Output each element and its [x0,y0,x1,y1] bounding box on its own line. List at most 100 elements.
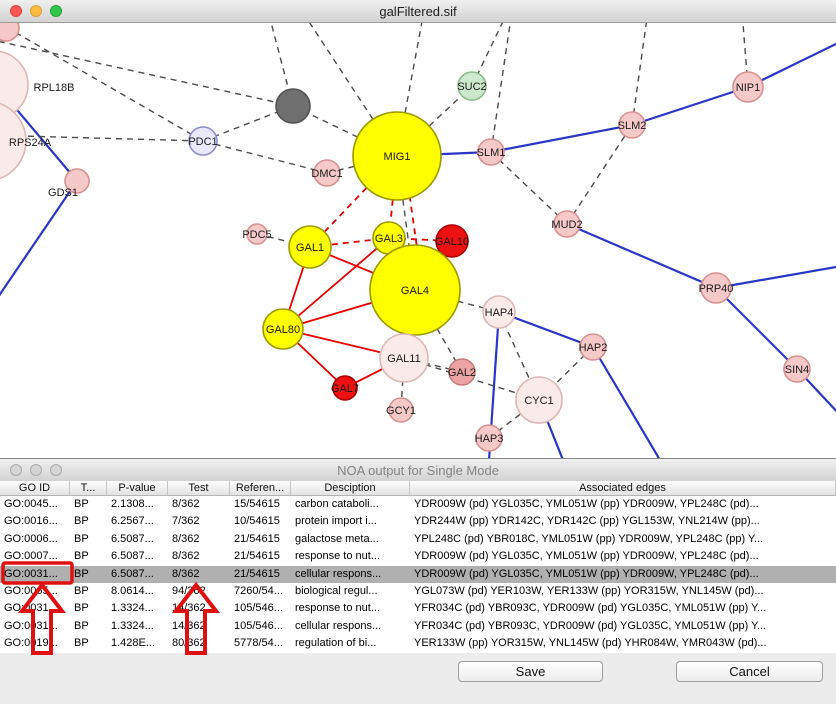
node-GAL7[interactable] [332,375,358,401]
node-SLM2[interactable] [618,111,646,139]
column-header-p-value[interactable]: P-value [107,481,168,495]
node-label: GAL1 [296,242,324,254]
node-GAL11[interactable] [379,333,429,383]
column-header-test[interactable]: Test [168,481,230,495]
node-label: CYC1 [524,395,553,407]
edge-blue[interactable] [715,265,836,290]
table-cell: YPL248C (pd) YBR018C, YML051W (pp) YDR00… [414,532,764,545]
node-label: GAL7 [331,383,359,395]
zoom-button[interactable] [50,5,62,17]
node-label: HAP3 [475,433,504,445]
node-HAP3[interactable] [475,424,503,452]
close-button[interactable] [10,464,22,476]
close-button[interactable] [10,5,22,17]
edge-blue[interactable] [631,85,749,127]
noa-window-titlebar[interactable]: NOA output for Single Mode [0,459,836,482]
edge-red[interactable] [282,237,390,330]
table-cell: biological regul... [295,584,378,597]
save-button[interactable]: Save [458,661,603,682]
zoom-button[interactable] [50,464,62,476]
node-GCY1[interactable] [388,397,414,423]
edge-dash[interactable] [631,23,648,126]
table-cell: YGL073W (pd) YER103W, YER133W (pp) YOR31… [414,584,764,597]
node-label: RPS24A [9,137,52,149]
column-header-associated-edges[interactable]: Associated edges [410,481,836,495]
table-cell: GO:0031... [4,602,58,615]
graph-window-titlebar[interactable]: galFiltered.sif [0,0,836,23]
node-label: MIG1 [384,151,411,163]
table-cell: 6.5087... [111,567,154,580]
table-cell: 21/54615 [234,550,280,563]
node-PDC5[interactable] [246,223,268,245]
node-SUC2[interactable] [457,71,487,101]
table-cell: 8/362 [172,567,200,580]
node-MUD2[interactable] [553,210,581,238]
edge-dash[interactable] [490,23,512,153]
node-PRP40[interactable] [700,272,732,304]
table-cell: GO:0006... [4,532,58,545]
edge-dash[interactable] [490,151,568,225]
minimize-button[interactable] [30,464,42,476]
node-PDC1[interactable] [188,126,218,156]
table-cell: BP [74,515,89,528]
traffic-lights-inactive [10,464,62,476]
edge-dash[interactable] [400,357,405,411]
table-cell: GO:0031... [4,567,58,580]
edge-dash[interactable] [5,26,204,142]
node-RPS24A[interactable] [0,101,27,181]
node-CYC1[interactable] [515,376,563,424]
node-MIG1[interactable] [352,111,442,201]
edge-blue[interactable] [592,346,661,458]
edge-dash[interactable] [566,124,633,225]
node-unlabeled-corner[interactable] [0,23,20,42]
node-unlabeled-gray[interactable] [275,88,311,124]
edge-dash[interactable] [302,23,398,157]
node-DMC1[interactable] [313,159,341,187]
table-cell: 21/54615 [234,567,280,580]
minimize-button[interactable] [30,5,42,17]
node-GAL80[interactable] [262,308,304,350]
edge-blue[interactable] [747,41,836,88]
node-GAL10[interactable] [435,224,469,258]
node-SIN4[interactable] [783,355,811,383]
edge-blue[interactable] [566,222,717,290]
node-HAP4[interactable] [482,295,516,329]
node-RPL18B[interactable] [0,50,29,120]
table-cell: BP [74,637,89,650]
table-cell: GO:0045... [4,498,58,510]
column-header-referen[interactable]: Referen... [230,481,291,495]
column-header-go-id[interactable]: GO ID [0,481,70,495]
node-GDS1[interactable] [64,168,90,194]
edge-blue[interactable] [0,180,78,303]
table-cell: 21/54615 [234,532,280,545]
table-cell: YDR009W (pd) YGL035C, YML051W (pp) YDR00… [414,567,759,580]
node-GAL1[interactable] [288,225,332,269]
node-label: SUC2 [457,81,486,93]
node-GAL4[interactable] [369,244,461,336]
edge-blue[interactable] [490,123,633,154]
table-cell: BP [74,602,89,615]
edge-dash[interactable] [0,39,294,107]
column-header-desciption[interactable]: Desciption [291,481,410,495]
table-cell: YER133W (pp) YOR315W, YNL145W (pd) YHR08… [414,637,767,650]
node-label: RPL18B [34,82,75,94]
node-SLM1[interactable] [477,138,505,166]
node-HAP2[interactable] [579,333,607,361]
edge-dash[interactable] [292,105,398,157]
node-GAL2[interactable] [448,358,476,386]
edge-dash[interactable] [202,140,328,174]
cancel-button[interactable]: Cancel [676,661,823,682]
column-header-t[interactable]: T... [70,481,107,495]
node-NIP1[interactable] [732,71,764,103]
edge-blue[interactable] [715,287,798,370]
